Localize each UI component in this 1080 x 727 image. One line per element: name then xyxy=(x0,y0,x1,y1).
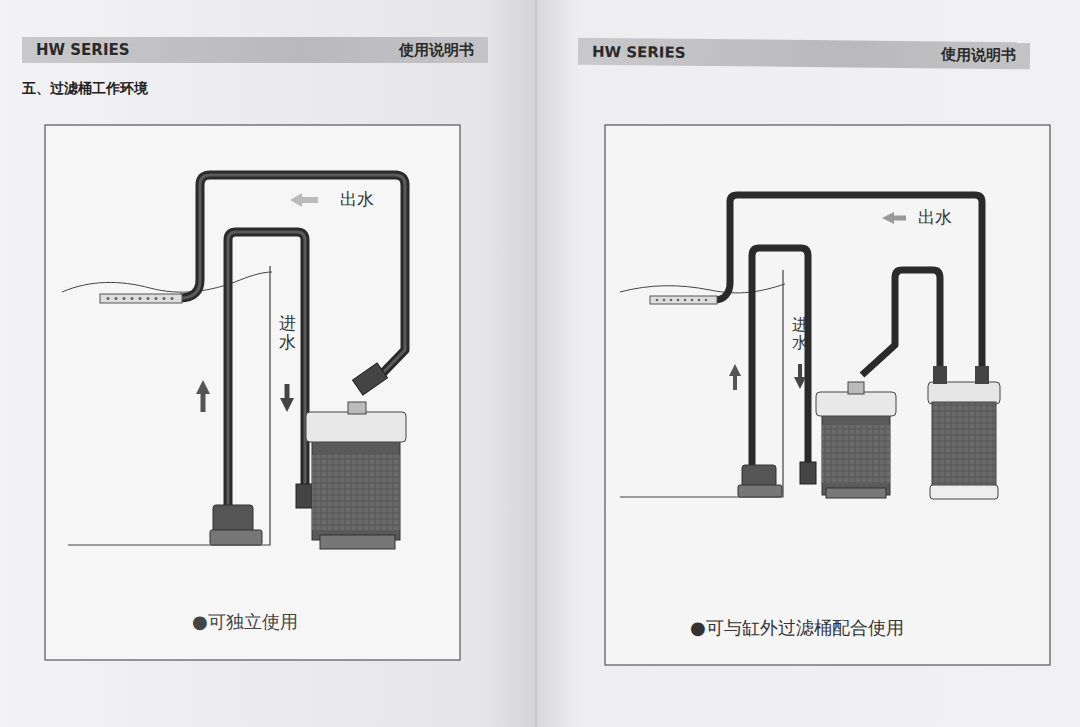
diagram-label: ●可独立使用 xyxy=(192,610,298,634)
flow-label-vertical: 进水 xyxy=(792,316,808,351)
section-heading: 五、过滤桶工作环境 xyxy=(22,80,148,98)
flow-label-vertical: 进水 xyxy=(279,314,296,351)
diagram-label: 出水 xyxy=(340,188,374,211)
diagram-label: 出水 xyxy=(918,206,952,229)
diagram-label: ●可与缸外过滤桶配合使用 xyxy=(690,616,904,640)
series-name: HW SERIES xyxy=(592,42,686,61)
manual-title: 使用说明书 xyxy=(399,41,474,60)
header-band: HW SERIES 使用说明书 xyxy=(578,38,1030,70)
header-band: HW SERIES 使用说明书 xyxy=(22,37,488,63)
manual-title: 使用说明书 xyxy=(941,45,1016,65)
series-name: HW SERIES xyxy=(36,41,130,59)
